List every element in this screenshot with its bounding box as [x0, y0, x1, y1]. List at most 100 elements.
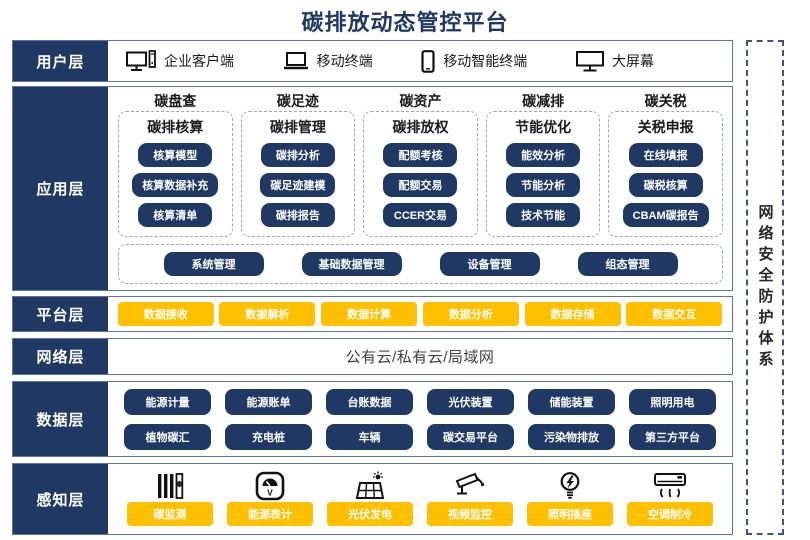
user-item-label: 移动终端	[316, 53, 373, 69]
app-common-chip: 设备管理	[439, 252, 540, 276]
app-chip: 能效分析	[506, 143, 581, 167]
app-common-box: 系统管理 基础数据管理 设备管理 组态管理	[118, 244, 723, 284]
user-item-label: 大屏幕	[611, 53, 654, 69]
layer-data-label: 数据层	[13, 382, 108, 456]
app-chip: 在线填报	[628, 143, 703, 167]
perception-item-solar-power: 光伏发电	[320, 470, 420, 526]
data-row: 植物碳汇 充电桩 车辆 碳交易平台 污染物排放 第三方平台	[124, 423, 716, 450]
video-camera-icon	[453, 470, 487, 502]
app-chip: 核算数据补充	[132, 173, 219, 197]
data-cell: 能源账单	[225, 388, 312, 415]
laptop-icon	[283, 51, 309, 71]
data-cell: 储能装置	[528, 388, 615, 415]
app-chip: 碳税核算	[628, 173, 703, 197]
perception-item-air-conditioning: 空调制冷	[620, 470, 720, 526]
app-chip: 节能分析	[506, 173, 581, 197]
layer-platform: 平台层 数据接收 数据解析 数据计算 数据分析 数据存储 数据交互	[12, 296, 733, 332]
application-columns: 碳盘查 碳排核算 核算模型 核算数据补充 核算清单 碳足迹 碳排管理	[118, 92, 723, 237]
layer-application: 应用层 碳盘查 碳排核算 核算模型 核算数据补充 核算清单	[12, 86, 733, 291]
page-title: 碳排放动态管控平台	[301, 10, 509, 35]
data-chip: 光伏装置	[427, 388, 514, 415]
app-column-header: 碳足迹	[276, 93, 319, 109]
data-cell: 植物碳汇	[124, 423, 211, 450]
data-row: 能源计量 能源账单 台账数据 光伏装置 储能装置 照明用电	[124, 388, 716, 415]
data-chip: 植物碳汇	[124, 423, 211, 450]
data-chip: 第三方平台	[629, 423, 716, 450]
app-column-header: 碳关税	[644, 93, 687, 109]
svg-text:V: V	[267, 488, 273, 498]
app-column-header: 碳减排	[522, 93, 565, 109]
app-chip: 核算模型	[138, 143, 213, 167]
platform-chip: 数据存储	[524, 302, 621, 326]
perception-item-energy-meter: V 能源表计	[220, 470, 320, 526]
platform-chip: 数据分析	[422, 302, 519, 326]
perception-item-video-surveillance: 视频监控	[420, 470, 520, 526]
perception-item-carbon-monitoring: 碳监测	[120, 470, 220, 526]
data-cell: 充电桩	[225, 423, 312, 450]
desktop-pc-icon	[126, 49, 156, 73]
app-chip: 核算清单	[138, 203, 213, 227]
app-column-carbon-inventory: 碳盘查 碳排核算 核算模型 核算数据补充 核算清单	[118, 92, 233, 237]
app-chip: 技术节能	[506, 203, 581, 227]
platform-chip: 数据接收	[117, 302, 214, 326]
perception-chip: 照明插座	[527, 502, 613, 526]
data-chip: 能源账单	[225, 388, 312, 415]
user-item-smart-mobile-terminal: 移动智能终端	[421, 49, 528, 73]
perception-chip: 视频监控	[427, 502, 513, 526]
app-box-subtitle: 关税申报	[637, 119, 694, 135]
user-item-label: 移动智能终端	[443, 53, 528, 69]
platform-chip: 数据解析	[219, 302, 316, 326]
network-layer-text: 公有云/私有云/局域网	[345, 349, 495, 366]
data-cell: 光伏装置	[427, 388, 514, 415]
app-column-box: 碳排管理 碳排分析 碳足迹建模 碳排报告	[240, 111, 356, 237]
app-common-chip: 基础数据管理	[301, 252, 402, 276]
app-box-subtitle: 碳排核算	[147, 119, 204, 135]
data-layer-content: 能源计量 能源账单 台账数据 光伏装置 储能装置 照明用电 植物碳汇 充电桩 车…	[108, 382, 732, 456]
layer-user: 用户层 企业客户端 移动终端	[12, 40, 733, 82]
perception-layer-content: 碳监测 V 能源表计 光伏发电	[108, 464, 732, 534]
layer-stack: 用户层 企业客户端 移动终端	[12, 40, 733, 535]
smartphone-icon	[421, 49, 435, 73]
perception-item-lighting-socket: 照明插座	[520, 470, 620, 526]
app-common-chip: 系统管理	[163, 252, 264, 276]
data-chip: 车辆	[326, 423, 413, 450]
layer-perception: 感知层 碳监测 V 能源表计	[12, 463, 733, 535]
data-cell: 第三方平台	[629, 423, 716, 450]
app-chip: CBAM碳报告	[622, 203, 709, 227]
user-item-enterprise-client: 企业客户端	[126, 49, 234, 73]
perception-chip: 光伏发电	[327, 502, 413, 526]
user-layer-content: 企业客户端 移动终端 移动智能终端	[108, 41, 732, 81]
app-column-box: 碳排放权 配额考核 配额交易 CCER交易	[363, 111, 478, 237]
data-cell: 碳交易平台	[427, 423, 514, 450]
app-column-box: 碳排核算 核算模型 核算数据补充 核算清单	[118, 111, 233, 237]
app-chip: CCER交易	[383, 203, 458, 227]
app-common-chip: 组态管理	[577, 252, 678, 276]
layer-application-label: 应用层	[13, 87, 108, 290]
app-chip: 碳足迹建模	[260, 173, 336, 197]
perception-chip: 能源表计	[227, 502, 313, 526]
app-column-carbon-reduction: 碳减排 节能优化 能效分析 节能分析 技术节能	[485, 92, 601, 237]
layer-platform-label: 平台层	[13, 297, 108, 331]
app-box-subtitle: 碳排放权	[392, 119, 449, 135]
platform-layer-content: 数据接收 数据解析 数据计算 数据分析 数据存储 数据交互	[108, 297, 732, 331]
app-column-carbon-tariff: 碳关税 关税申报 在线填报 碳税核算 CBAM碳报告	[608, 92, 723, 237]
data-cell: 车辆	[326, 423, 413, 450]
platform-chip: 数据交互	[626, 302, 723, 326]
security-sidebar-text: 网络安全防护体系	[756, 203, 774, 372]
light-bulb-icon	[557, 470, 583, 502]
data-cell: 污染物排放	[528, 423, 615, 450]
app-chip: 碳排报告	[260, 203, 335, 227]
application-layer-content: 碳盘查 碳排核算 核算模型 核算数据补充 核算清单 碳足迹 碳排管理	[108, 87, 732, 290]
perception-chip: 空调制冷	[627, 502, 713, 526]
data-cell: 照明用电	[629, 388, 716, 415]
data-cell: 能源计量	[124, 388, 211, 415]
app-chip: 碳排分析	[260, 143, 335, 167]
app-chip: 配额交易	[383, 173, 458, 197]
energy-meter-icon: V	[255, 470, 285, 502]
user-item-mobile-terminal: 移动终端	[283, 51, 373, 71]
security-sidebar: 网络安全防护体系	[746, 40, 784, 535]
layer-perception-label: 感知层	[13, 464, 108, 534]
solar-power-icon	[353, 470, 387, 502]
app-box-subtitle: 节能优化	[515, 119, 572, 135]
